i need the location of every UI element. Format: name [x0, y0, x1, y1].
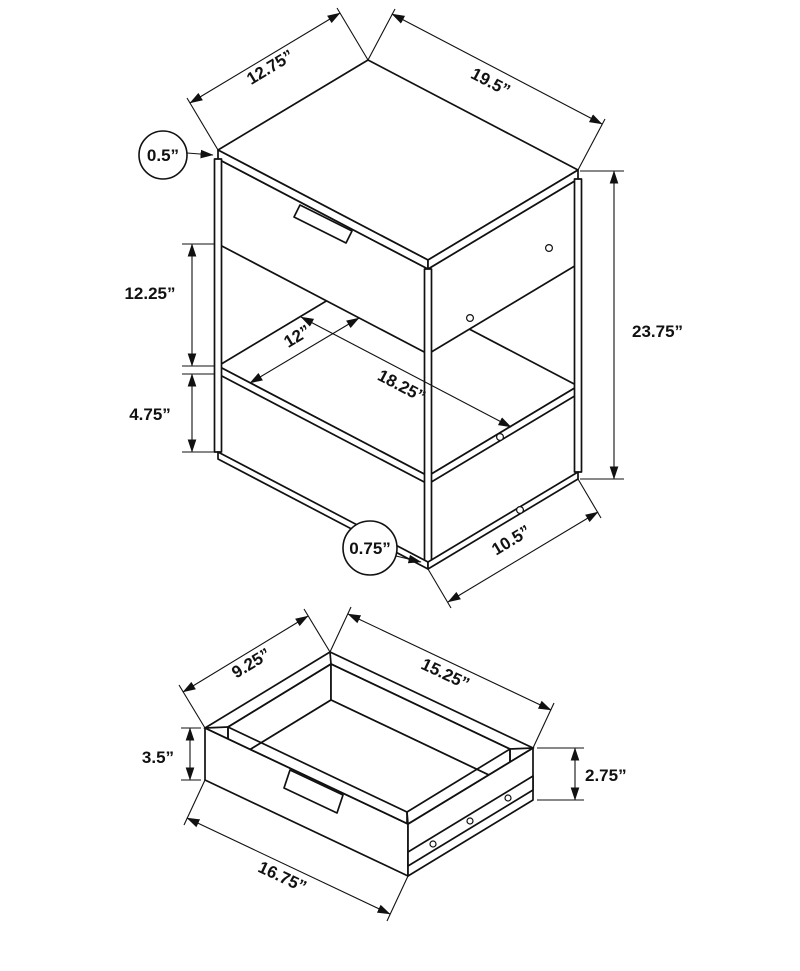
screw-detail [544, 244, 553, 253]
dim-label-side-height: 3.5” [142, 748, 174, 767]
dim-label-shelf-clearance: 4.75” [129, 405, 171, 424]
dimension-frame-thickness: 0.75” [342, 520, 422, 576]
dim-label-open-space-height: 12.25” [124, 284, 175, 303]
leader-arrow [186, 149, 214, 159]
dim-label-overall-height: 23.75” [632, 322, 683, 341]
extension-line [427, 568, 452, 609]
drawer-handle-cutout [293, 204, 353, 244]
dimension-line [186, 817, 391, 915]
rim-corner-line [204, 726, 229, 729]
dimension-shelf-clearance: 4.75” [129, 373, 214, 453]
screw-detail [466, 314, 475, 323]
screw-detail [504, 794, 512, 802]
dim-bubble-top-thickness [138, 130, 188, 180]
extension-line [532, 702, 555, 749]
drawer-handle-cutout [283, 769, 344, 814]
dimension-line [391, 13, 603, 125]
extension-line [329, 606, 352, 653]
dim-label-top-depth: 19.5” [468, 64, 514, 100]
extension-line [303, 608, 331, 653]
screw-detail [429, 840, 437, 848]
dimension-line [347, 613, 552, 711]
dimension-line [182, 615, 309, 693]
dim-label-front-height: 2.75” [585, 766, 627, 785]
extension-line [386, 875, 409, 922]
dimension-top-thickness: 0.5” [138, 130, 214, 180]
leader-arrow [395, 554, 422, 564]
dimension-front-height: 2.75” [537, 747, 627, 801]
dimension-line [300, 316, 512, 428]
screw-detail [515, 506, 524, 515]
dim-label-top-thickness: 0.5” [147, 146, 179, 165]
drawer-isometric-view: 9.25” 15.25” 3.5” 2.75” 16.75” [142, 606, 627, 922]
dimension-line [447, 511, 599, 603]
screw-detail [496, 433, 505, 442]
dimension-overall-height: 23.75” [580, 170, 683, 480]
rim-corner-line [406, 811, 409, 825]
extension-line [577, 118, 606, 171]
table-base-frame [217, 451, 579, 570]
extension-line [186, 97, 219, 151]
dim-label-frame-thickness: 0.75” [349, 539, 391, 558]
dim-bubble-frame-thickness [342, 520, 398, 576]
table-isometric-view: 12.75” 19.5” 0.5” 12.25” 4.75” [124, 7, 683, 609]
rim-corner-line [329, 651, 332, 665]
dimension-open-space-height: 12.25” [124, 243, 214, 367]
front-leg [423, 268, 433, 563]
extension-line [367, 8, 396, 61]
dimension-side-height: 3.5” [142, 727, 201, 781]
rim-corner-line [509, 747, 534, 750]
dim-label-top-width: 12.75” [243, 46, 297, 89]
extension-line [336, 7, 369, 61]
screw-detail [466, 817, 474, 825]
left-leg [213, 158, 223, 453]
extension-line [183, 779, 206, 826]
extension-line [577, 478, 602, 519]
dimension-line [189, 12, 341, 104]
right-leg [573, 178, 583, 473]
dimension-base-depth: 10.5” [427, 478, 602, 609]
